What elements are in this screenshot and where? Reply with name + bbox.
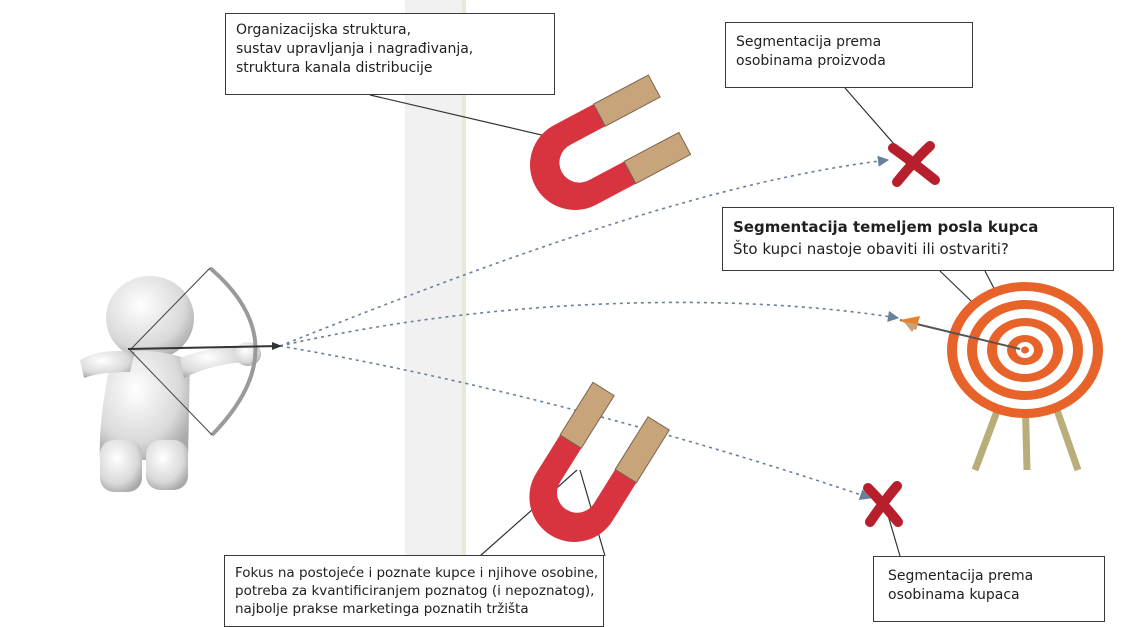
magnet-bottom-body: [529, 434, 637, 542]
bowstring: [129, 267, 211, 351]
callout-job-question: Što kupci nastoje obaviti ili ostvariti?: [733, 240, 1009, 258]
callout-focus-line-2: potreba za kvantificiranjem poznatog (i …: [235, 583, 595, 599]
bowstring-2: [129, 349, 213, 436]
callout-product-segmentation: Segmentacija prema osobinama proizvoda: [725, 22, 973, 88]
archer-leg-left: [100, 440, 142, 492]
callout-cust-line-1: Segmentacija prema: [888, 568, 1034, 584]
callout-org-line-2: sustav upravljanja i nagrađivanja,: [236, 41, 474, 57]
callout-job-title: Segmentacija temeljem posla kupca: [733, 218, 1039, 236]
target-board: [947, 282, 1103, 472]
magnet-bottom-tip-lower: [614, 416, 670, 484]
magnet-top: [529, 74, 692, 210]
miss-mark-top: [888, 141, 940, 187]
callout-prod-line-2: osobinama proizvoda: [736, 53, 886, 69]
archer-leg-right: [146, 440, 188, 490]
callout-prod-line-1: Segmentacija prema: [736, 34, 882, 50]
magnet-top-tip-lower: [623, 131, 692, 185]
callout-customer-segmentation: Segmentacija prema osobinama kupaca: [873, 556, 1105, 622]
callout-focus-line-1: Fokus na postojeće i poznate kupce i nji…: [235, 565, 599, 581]
magnet-bottom-tip-upper: [559, 381, 615, 449]
archer-body: [99, 351, 190, 460]
callout-cust-line-2: osobinama kupaca: [888, 587, 1020, 603]
background-stripe: [405, 0, 465, 627]
magnet-bottom: [529, 381, 670, 542]
pointer-org: [369, 94, 564, 141]
archer-head: [106, 276, 194, 360]
callout-org-structure: Organizacijska struktura, sustav upravlj…: [225, 13, 555, 95]
bow: [208, 266, 258, 437]
pointer-focus-left: [479, 469, 578, 557]
magnet-top-tip-upper: [592, 74, 661, 127]
callout-job-segmentation: Segmentacija temeljem posla kupca Što ku…: [722, 207, 1114, 271]
magnet-top-body: [529, 104, 636, 210]
flying-arrow: [899, 316, 1021, 350]
callout-org-line-3: struktura kanala distribucije: [236, 60, 433, 76]
callout-org-line-1: Organizacijska struktura,: [236, 22, 412, 38]
archer-arm-front: [180, 345, 246, 378]
archer-arm-back: [80, 351, 135, 378]
arrow-shaft: [127, 345, 281, 350]
background-stripe-2: [462, 0, 466, 627]
callout-focus: Fokus na postojeće i poznate kupce i nji…: [224, 555, 604, 627]
miss-mark-bottom: [863, 481, 903, 527]
trajectory-bottom: [279, 345, 872, 501]
trajectory-top: [279, 155, 890, 347]
arrow-tip: [272, 342, 282, 350]
archer-figure: [80, 266, 282, 492]
callout-focus-line-3: najbolje prakse marketinga poznatih trži…: [235, 601, 529, 617]
